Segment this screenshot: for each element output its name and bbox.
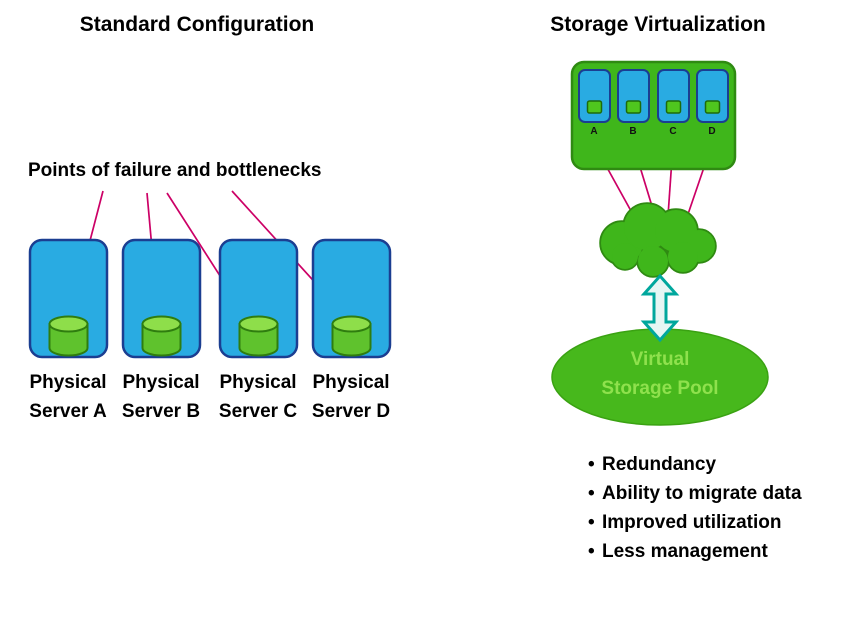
server-label-line1: Physical — [122, 372, 200, 393]
disk-cylinder-icon — [141, 315, 182, 357]
host-server-icon — [617, 69, 650, 123]
physical-servers — [28, 238, 392, 359]
failure-caption: Points of failure and bottlenecks — [28, 160, 322, 181]
bullet-text: Improved utilization — [602, 512, 782, 533]
right-column-title: Storage Virtualization — [550, 13, 766, 36]
server-label-d: Physical Server D — [312, 368, 390, 426]
pool-label-line2: Storage Pool — [601, 378, 719, 399]
host-letter-b: B — [629, 126, 637, 137]
disk-cylinder-icon — [331, 315, 372, 357]
double-arrow-icon — [640, 273, 680, 343]
bullet-text: Ability to migrate data — [602, 483, 802, 504]
bullet-marker: • — [588, 483, 595, 504]
host-server-icon — [657, 69, 690, 123]
bullet-marker: • — [588, 454, 595, 475]
server-label-line1: Physical — [29, 372, 107, 393]
benefits-list: • Redundancy • Ability to migrate data •… — [588, 450, 802, 566]
left-column-title: Standard Configuration — [79, 13, 315, 36]
list-item: • Ability to migrate data — [588, 479, 802, 508]
pool-label-line1: Virtual — [630, 349, 690, 370]
bullet-text: Redundancy — [602, 454, 717, 475]
server-label-line2: Server B — [121, 401, 201, 422]
server-label-line1: Physical — [219, 372, 297, 393]
host-server-icon — [696, 69, 729, 123]
host-letter-a: A — [590, 126, 598, 137]
disk-cylinder-icon — [48, 315, 89, 357]
bullet-text: Less management — [602, 541, 768, 562]
host-letter-d: D — [708, 126, 716, 137]
server-label-line2: Server D — [311, 401, 391, 422]
server-label-b: Physical Server B — [122, 368, 200, 426]
list-item: • Redundancy — [588, 450, 802, 479]
bullet-marker: • — [588, 512, 595, 533]
server-label-a: Physical Server A — [29, 368, 106, 426]
list-item: • Improved utilization — [588, 508, 802, 537]
host-letter-c: C — [669, 126, 677, 137]
server-label-line2: Server A — [29, 401, 107, 422]
host-server-icon — [578, 69, 611, 123]
storage-pool-ellipse — [551, 328, 769, 426]
list-item: • Less management — [588, 537, 802, 566]
cloud-icon — [599, 202, 717, 278]
chassis-box — [570, 60, 737, 171]
virtualized-host-chassis — [570, 60, 737, 171]
disk-cylinder-icon — [238, 315, 279, 357]
server-label-c: Physical Server C — [219, 368, 297, 426]
bullet-marker: • — [588, 541, 595, 562]
server-label-line2: Server C — [218, 401, 298, 422]
server-label-line1: Physical — [312, 372, 390, 393]
failure-connector-lines — [68, 190, 351, 330]
